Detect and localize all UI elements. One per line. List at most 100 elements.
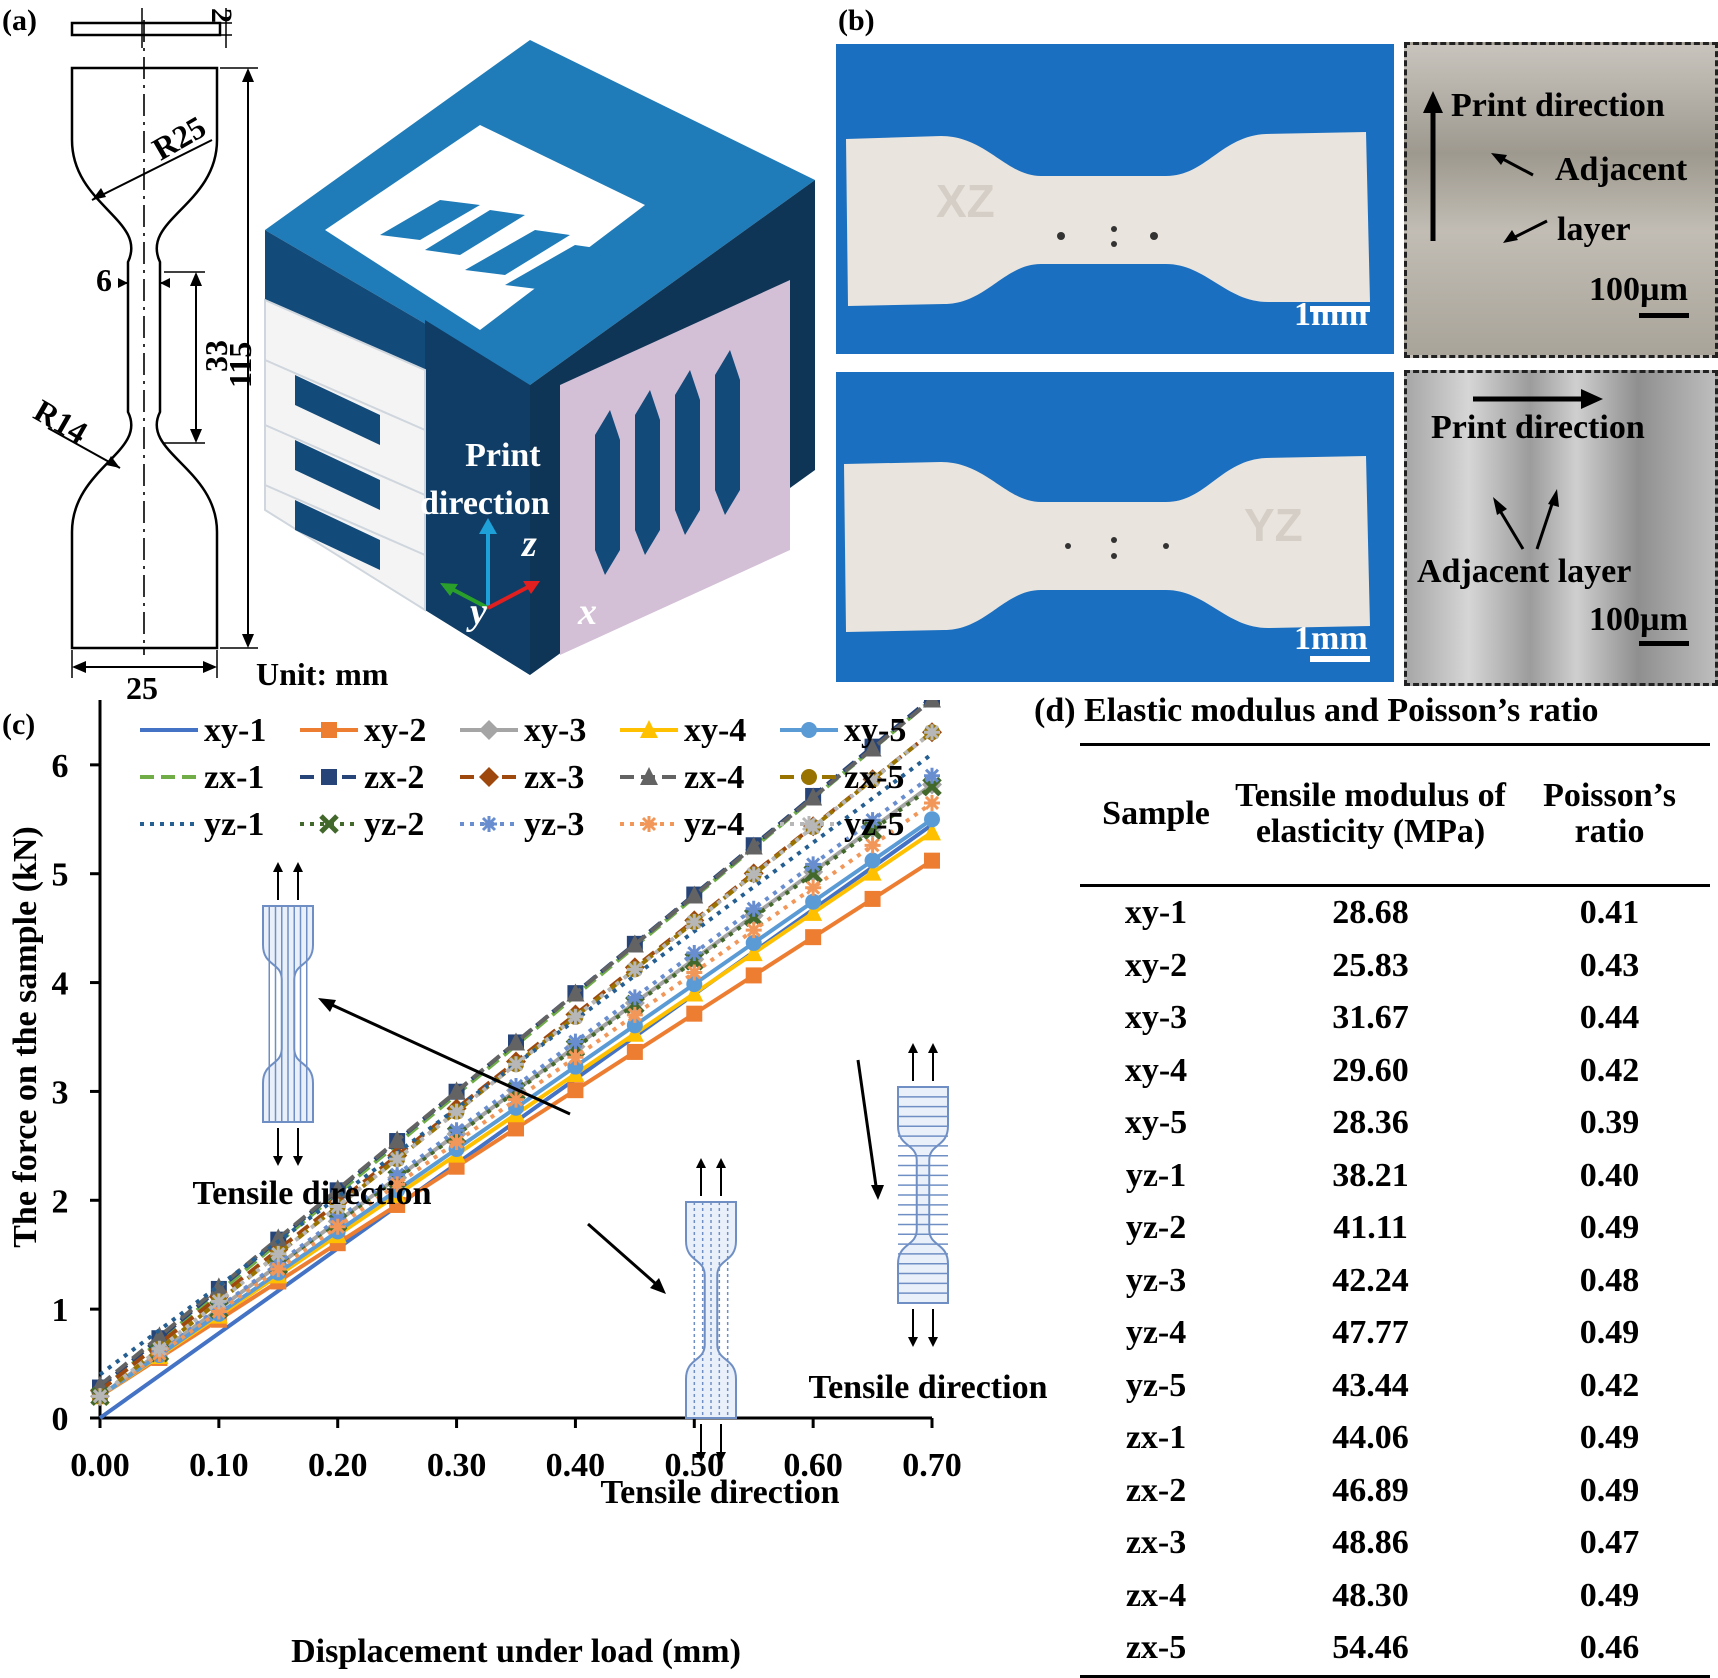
cell-modulus: 43.44: [1332, 1366, 1409, 1404]
header-poisson: Poisson’s ratio: [1543, 777, 1676, 850]
point-yz-5: [329, 1198, 346, 1215]
legend-marker-yz-3: [481, 816, 497, 832]
point-yz-4: [567, 1049, 584, 1066]
y-tick-label: 3: [52, 1074, 69, 1111]
cell-modulus: 44.06: [1332, 1419, 1409, 1457]
point-xy-2: [448, 1158, 465, 1175]
point-xy-2: [864, 890, 881, 907]
micrograph-yz: Print direction Adjacent layer 100µm: [1404, 370, 1718, 686]
point-xy-4: [804, 902, 823, 921]
legend-label: zx-4: [684, 759, 744, 796]
legend-marker-zx-5: [801, 769, 817, 785]
axis-y-label: y: [470, 591, 487, 633]
header-sample: Sample: [1102, 795, 1210, 832]
point-xy-2: [567, 1082, 584, 1099]
tensile-arrowhead: [908, 1043, 918, 1053]
cell-sample: xy-2: [1124, 946, 1188, 984]
x-tick-label: 0.30: [427, 1447, 487, 1484]
cell-modulus: 28.68: [1332, 894, 1409, 932]
y-axis-title: The force on the sample (kN): [7, 826, 44, 1248]
pointer-arrow: [856, 1059, 878, 1187]
x-tick-label: 0.20: [308, 1447, 368, 1484]
x-tick-label: 0.70: [902, 1447, 962, 1484]
cell-poisson: 0.49: [1579, 1576, 1640, 1614]
tensile-direction-label: Tensile direction: [809, 1369, 1048, 1406]
x-axis-title: Displacement under load (mm): [291, 1633, 741, 1670]
point-yz-3: [626, 989, 643, 1006]
point-xy-2: [805, 929, 822, 946]
micro-xz-layer: layer: [1557, 211, 1631, 248]
cell-sample: yz-4: [1125, 1314, 1187, 1352]
sample-yz-shape: [844, 456, 1370, 662]
cell-sample: xy-5: [1124, 1104, 1188, 1142]
table-row: yz-4 47.77 0.49: [1080, 1307, 1710, 1360]
point-zx-4: [566, 983, 585, 1002]
panel-b-label: (b): [838, 4, 875, 37]
y-tick-label: 0: [52, 1401, 69, 1438]
cell-poisson: 0.42: [1579, 1051, 1640, 1089]
point-yz-3: [924, 767, 940, 784]
point-yz-3: [686, 945, 703, 962]
cell-poisson: 0.39: [1579, 1104, 1640, 1142]
cell-sample: yz-2: [1125, 1209, 1187, 1247]
y-tick-label: 5: [52, 857, 69, 894]
dim-grip-width: 25: [126, 670, 158, 706]
series-line-yz-3: [98, 774, 934, 1398]
panel-a-label: (a): [2, 4, 37, 37]
cell-modulus: 41.11: [1333, 1209, 1408, 1247]
cell-sample: zx-4: [1125, 1576, 1187, 1614]
y-tick-label: 4: [52, 966, 69, 1003]
point-zx-4: [923, 700, 941, 708]
micro-xz-print-direction: Print direction: [1451, 87, 1665, 124]
point-xy-5: [686, 976, 703, 993]
print-direction-line-2: direction: [420, 485, 550, 522]
legend-marker-yz-2: [319, 814, 339, 834]
cell-modulus: 42.24: [1332, 1261, 1409, 1299]
table-title: (d) Elastic modulus and Poisson’s ratio: [1034, 692, 1599, 729]
cell-modulus: 48.86: [1332, 1524, 1409, 1562]
point-xy-4: [863, 862, 882, 881]
point-yz-3: [508, 1077, 524, 1094]
point-yz-4: [389, 1176, 406, 1193]
legend-marker-xy-2: [321, 722, 337, 738]
print-direction-line-1: Print: [465, 437, 541, 474]
pointer-arrowhead: [318, 998, 336, 1012]
point-yz-5: [92, 1388, 108, 1405]
point-yz-4: [924, 794, 940, 811]
cell-modulus: 48.30: [1332, 1576, 1409, 1614]
legend-label: xy-1: [204, 712, 266, 749]
cell-poisson: 0.40: [1579, 1156, 1640, 1194]
cell-sample: yz-3: [1125, 1261, 1187, 1299]
point-yz-4: [448, 1133, 465, 1150]
tensile-arrowhead: [273, 1156, 283, 1166]
cell-sample: xy-3: [1124, 999, 1188, 1037]
cell-modulus: 47.77: [1332, 1314, 1409, 1352]
point-yz-5: [686, 913, 703, 930]
cell-poisson: 0.41: [1579, 894, 1640, 932]
sample-photo-xz: XZ 1mm: [836, 44, 1394, 354]
cell-sample: xy-4: [1124, 1051, 1188, 1089]
cell-poisson: 0.49: [1579, 1314, 1640, 1352]
point-zx-4: [150, 1326, 169, 1345]
legend-label: yz-4: [684, 806, 744, 843]
point-xy-5: [864, 852, 881, 869]
point-yz-5: [864, 771, 881, 788]
cell-modulus: 54.46: [1332, 1629, 1409, 1667]
y-tick-label: 2: [52, 1183, 69, 1220]
scale-bar-label-yz: 1mm: [1294, 620, 1368, 657]
x-tick-label: 0.40: [546, 1447, 606, 1484]
point-zx-4: [507, 1032, 525, 1051]
tensile-arrowhead: [293, 1156, 303, 1166]
point-zx-4: [685, 885, 704, 904]
point-xy-4: [923, 822, 941, 841]
tensile-arrowhead: [716, 1452, 726, 1462]
scale-bar-label: 1mm: [1294, 296, 1368, 333]
legend-marker-zx-4: [640, 767, 658, 785]
point-xy-5: [745, 934, 762, 951]
tensile-arrowhead: [716, 1158, 726, 1168]
cell-sample: zx-5: [1125, 1629, 1187, 1667]
point-xy-2: [508, 1120, 524, 1137]
point-xy-2: [626, 1043, 643, 1060]
point-yz-3: [567, 1033, 584, 1050]
